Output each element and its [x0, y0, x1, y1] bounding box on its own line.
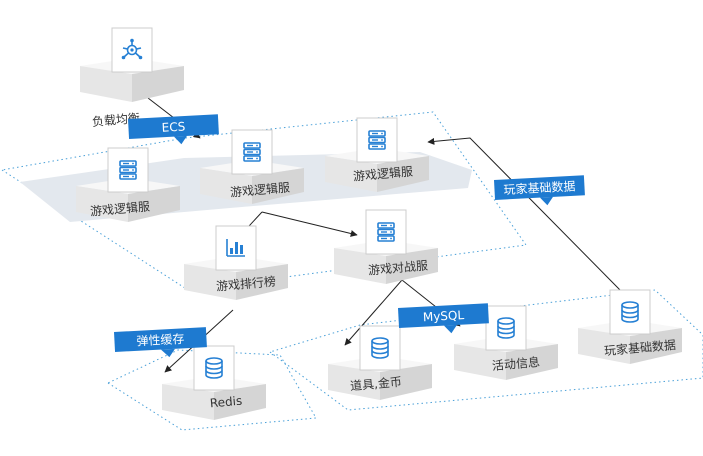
tag-ecs: ECS	[128, 114, 219, 145]
tag-label: 玩家基础数据	[503, 178, 576, 197]
node-redis[interactable]: Redis	[162, 345, 266, 420]
node-label: 游戏排行榜	[215, 273, 276, 293]
connector-battle-items	[344, 279, 403, 346]
connector-player-ecs	[427, 137, 623, 293]
node-activity-info[interactable]: 活动信息	[454, 305, 558, 380]
node-leaderboard[interactable]: 游戏排行榜	[184, 225, 288, 300]
tag-label: ECS	[161, 120, 185, 135]
tag-label: 弹性缓存	[136, 332, 185, 348]
tag-player-base-data: 玩家基础数据	[494, 175, 585, 206]
tag-elastic-cache: 弹性缓存	[114, 327, 207, 358]
cache-zone-outline	[106, 349, 317, 431]
node-label: Redis	[209, 394, 242, 411]
node-game-logic-2[interactable]: 游戏逻辑服	[200, 129, 304, 204]
tag-mysql: MySQL	[398, 303, 489, 334]
node-label: 游戏逻辑服	[229, 180, 290, 199]
node-label: 道具,金币	[349, 374, 402, 393]
node-label: 游戏逻辑服	[352, 164, 413, 183]
node-player-base-data[interactable]: 玩家基础数据	[578, 289, 682, 364]
node-label: 游戏逻辑服	[89, 199, 150, 218]
ecs-zone-outline	[0, 111, 527, 291]
node-game-logic-1[interactable]: 游戏逻辑服	[76, 147, 180, 222]
node-label: 玩家基础数据	[603, 337, 676, 358]
mysql-zone-outline	[268, 289, 703, 411]
node-items-coins[interactable]: 道具,金币	[328, 325, 432, 400]
node-battle-server[interactable]: 游戏对战服	[334, 209, 438, 284]
node-label: 负载均衡	[91, 111, 140, 129]
tag-label: MySQL	[423, 308, 465, 324]
node-load-balancer[interactable]: 负载均衡	[80, 27, 184, 129]
node-label: 游戏对战服	[367, 258, 428, 277]
zone-outlines	[0, 111, 703, 431]
connector-logic-battle	[261, 211, 358, 237]
node-game-logic-3[interactable]: 游戏逻辑服	[325, 117, 429, 192]
node-label: 活动信息	[491, 354, 540, 373]
